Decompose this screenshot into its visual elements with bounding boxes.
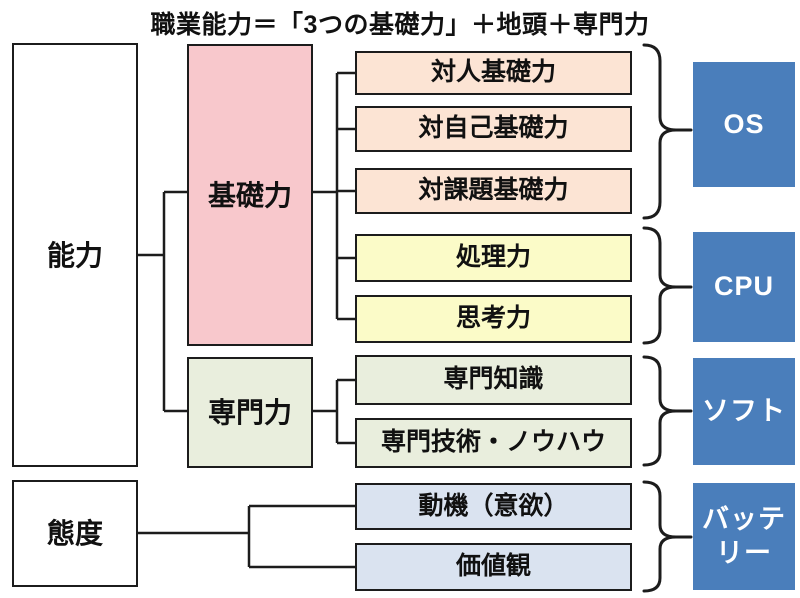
box-specialty-skill-label: 専門力 [207, 397, 292, 428]
box-basic-skill: 基礎力 [187, 44, 313, 346]
box-self-basic: 対自己基礎力 [355, 106, 632, 152]
leaf-label: 処理力 [455, 243, 531, 272]
box-values: 価値観 [355, 543, 632, 591]
pc-analogy-label: バッテリー [702, 503, 786, 568]
brace-cpu-group [642, 226, 693, 345]
box-ability: 能力 [12, 43, 138, 467]
connector-attitude [136, 504, 357, 569]
leaf-label: 対自己基礎力 [418, 114, 569, 143]
pc-analogy-label: OS [723, 108, 765, 139]
box-ability-label: 能力 [46, 239, 103, 271]
brace-soft-group [642, 355, 693, 467]
box-cpu: CPU [693, 232, 795, 342]
connector-ability [138, 190, 189, 413]
box-interpersonal-basic: 対人基礎力 [355, 51, 632, 95]
box-processing-power: 処理力 [355, 234, 632, 282]
box-motivation: 動機（意欲） [355, 483, 632, 530]
box-thinking-power: 思考力 [355, 295, 632, 343]
pc-analogy-label: ソフト [702, 395, 786, 426]
box-task-basic: 対課題基礎力 [355, 168, 632, 214]
diagram-title: 職業能力＝「3つの基礎力」＋地頭＋専門力 [150, 11, 650, 39]
connector-basic-skills [311, 71, 357, 321]
box-software: ソフト [693, 358, 795, 465]
leaf-label: 思考力 [455, 304, 531, 333]
box-attitude-label: 態度 [46, 518, 103, 549]
pc-analogy-label: CPU [713, 271, 774, 302]
box-specialty-skill: 専門力 [187, 357, 313, 468]
connector-specialty [311, 378, 357, 445]
leaf-label: 動機（意欲） [418, 491, 569, 520]
brace-battery-group [642, 480, 693, 593]
box-basic-skill-label: 基礎力 [207, 179, 292, 211]
box-attitude: 態度 [12, 480, 138, 587]
box-os: OS [693, 62, 795, 187]
leaf-label: 対課題基礎力 [418, 176, 569, 205]
leaf-label: 価値観 [455, 552, 531, 581]
leaf-label: 対人基礎力 [430, 58, 556, 87]
leaf-label: 専門技術・ノウハウ [380, 428, 606, 457]
box-expert-skill-knowhow: 専門技術・ノウハウ [355, 418, 632, 468]
box-battery: バッテリー [693, 483, 795, 590]
brace-os-group [642, 43, 693, 220]
leaf-label: 専門知識 [443, 365, 544, 394]
box-expert-knowledge: 専門知識 [355, 355, 632, 405]
